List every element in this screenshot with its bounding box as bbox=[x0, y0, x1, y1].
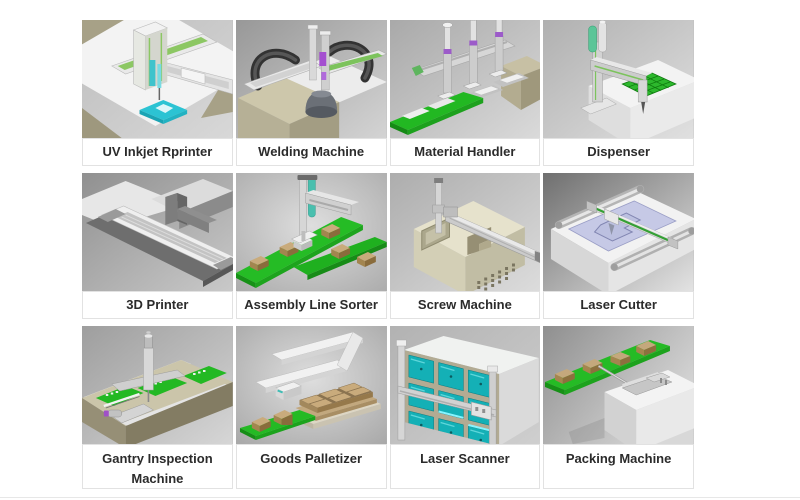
laser-cutter-illustration bbox=[543, 173, 694, 291]
laser-scanner-illustration bbox=[389, 326, 541, 444]
machine-card-screw-machine[interactable]: Screw Machine bbox=[389, 173, 541, 319]
laser-cutter-image bbox=[543, 173, 694, 291]
uv-inkjet-printer-image bbox=[82, 20, 233, 138]
machine-card-laser-cutter[interactable]: Laser Cutter bbox=[543, 173, 694, 319]
machine-label: Gantry Inspection Machine bbox=[102, 451, 213, 487]
machine-label: Laser Cutter bbox=[580, 296, 657, 312]
machine-caption: Laser Cutter bbox=[543, 291, 694, 319]
3d-printer-image bbox=[82, 173, 233, 291]
machine-caption: Material Handler bbox=[389, 138, 541, 166]
screw-machine-illustration bbox=[389, 173, 541, 291]
machine-gallery: UV Inkjet Rprinter bbox=[82, 20, 694, 496]
machine-card-gantry-inspection-machine[interactable]: Gantry Inspection Machine bbox=[82, 326, 233, 489]
machine-label: Laser Scanner bbox=[420, 451, 510, 466]
machine-card-uv-inkjet-printer[interactable]: UV Inkjet Rprinter bbox=[82, 20, 233, 166]
welding-machine-illustration bbox=[235, 20, 387, 138]
machine-card-laser-scanner[interactable]: Laser Scanner bbox=[389, 326, 541, 489]
uv-inkjet-printer-illustration bbox=[82, 20, 233, 138]
bottom-divider bbox=[0, 497, 800, 498]
machine-row-1: UV Inkjet Rprinter bbox=[82, 20, 694, 166]
machine-card-goods-palletizer[interactable]: Goods Palletizer bbox=[235, 326, 387, 489]
material-handler-image bbox=[389, 20, 541, 138]
laser-scanner-image bbox=[389, 326, 541, 444]
machine-caption: Welding Machine bbox=[235, 138, 387, 166]
machine-label: Goods Palletizer bbox=[260, 451, 363, 466]
material-handler-illustration bbox=[389, 20, 541, 138]
machine-caption: Screw Machine bbox=[389, 291, 541, 319]
machine-caption: Packing Machine bbox=[543, 444, 694, 489]
assembly-line-sorter-image bbox=[235, 173, 387, 291]
machine-label: 3D Printer bbox=[126, 296, 189, 312]
machine-label: Assembly Line Sorter bbox=[244, 296, 378, 312]
machine-caption: Laser Scanner bbox=[389, 444, 541, 489]
machine-label: Dispenser bbox=[587, 143, 651, 159]
machine-card-welding-machine[interactable]: Welding Machine bbox=[235, 20, 387, 166]
machine-caption: Dispenser bbox=[543, 138, 694, 166]
dispenser-image bbox=[543, 20, 694, 138]
packing-machine-illustration bbox=[543, 326, 694, 444]
machine-card-material-handler[interactable]: Material Handler bbox=[389, 20, 541, 166]
machine-card-assembly-line-sorter[interactable]: Assembly Line Sorter bbox=[235, 173, 387, 319]
screw-machine-image bbox=[389, 173, 541, 291]
machine-label: Screw Machine bbox=[417, 296, 512, 312]
machine-row-2: 3D Printer bbox=[82, 173, 694, 319]
machine-row-3: Gantry Inspection Machine bbox=[82, 326, 694, 489]
packing-machine-image bbox=[543, 326, 694, 444]
machine-card-dispenser[interactable]: Dispenser bbox=[543, 20, 694, 166]
machine-caption: 3D Printer bbox=[82, 291, 233, 319]
machine-card-3d-printer[interactable]: 3D Printer bbox=[82, 173, 233, 319]
machine-label: UV Inkjet Rprinter bbox=[102, 143, 213, 159]
dispenser-illustration bbox=[543, 20, 694, 138]
machine-label: Packing Machine bbox=[565, 451, 672, 466]
3d-printer-illustration bbox=[82, 173, 233, 291]
machine-caption: Gantry Inspection Machine bbox=[82, 444, 233, 489]
machine-caption: Assembly Line Sorter bbox=[235, 291, 387, 319]
gantry-inspection-machine-illustration bbox=[82, 326, 233, 444]
machine-caption: UV Inkjet Rprinter bbox=[82, 138, 233, 166]
machine-label: Welding Machine bbox=[258, 143, 365, 159]
machine-caption: Goods Palletizer bbox=[235, 444, 387, 489]
goods-palletizer-illustration bbox=[235, 326, 387, 444]
welding-machine-image bbox=[235, 20, 387, 138]
goods-palletizer-image bbox=[235, 326, 387, 444]
assembly-line-sorter-illustration bbox=[235, 173, 387, 291]
gantry-inspection-machine-image bbox=[82, 326, 233, 444]
machine-card-packing-machine[interactable]: Packing Machine bbox=[543, 326, 694, 489]
machine-label: Material Handler bbox=[414, 143, 516, 159]
